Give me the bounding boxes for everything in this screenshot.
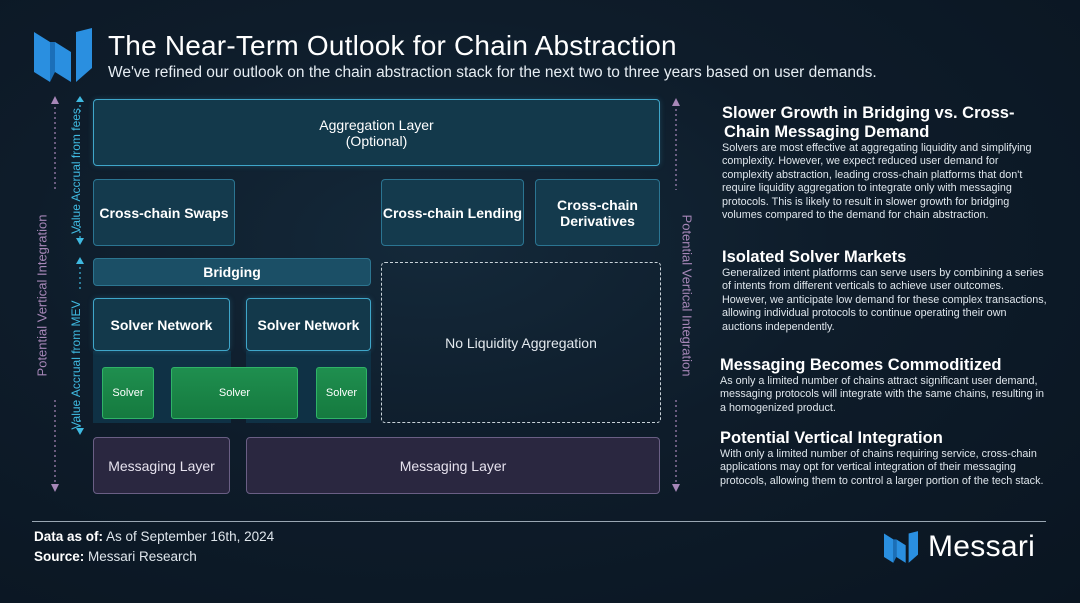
brand-logo: Messari <box>884 530 1035 564</box>
section-body-messaging: As only a limited number of chains attra… <box>720 375 1045 414</box>
messari-brand-icon <box>884 531 918 563</box>
cross-chain-derivatives-box: Cross-chain Derivatives <box>535 179 660 246</box>
right-vertical-label: Potential Vertical Integration <box>679 214 695 377</box>
brand-name: Messari <box>928 530 1036 563</box>
cross-chain-lending-label: Cross-chain Lending <box>382 204 523 221</box>
cross-chain-swaps-label: Cross-chain Swaps <box>99 204 229 221</box>
cross-chain-lending-box: Cross-chain Lending <box>381 179 524 246</box>
page-subtitle: We've refined our outlook on the chain a… <box>108 64 877 81</box>
source-label: Source: <box>34 549 85 564</box>
section-heading-messaging: Messaging Becomes Commoditized <box>720 356 1002 374</box>
aggregation-layer-box: Aggregation Layer (Optional) <box>93 99 660 166</box>
value-accrual-mev-label: Value Accrual from MEV <box>69 300 83 430</box>
data-as-of-value: As of September 16th, 2024 <box>106 529 275 544</box>
aggregation-optional-label: (Optional) <box>345 132 408 149</box>
source: Source: Messari Research <box>34 549 197 564</box>
left-vertical-label: Potential Vertical Integration <box>34 214 50 377</box>
solver-network-box-1: Solver Network <box>93 298 230 351</box>
solver-label-1: Solver <box>112 387 144 399</box>
bridging-box: Bridging <box>93 258 371 286</box>
messaging-layer-box-1: Messaging Layer <box>93 437 230 494</box>
section-body-bridging: Solvers are most effective at aggregatin… <box>722 142 1032 222</box>
solver-label-3: Solver <box>325 387 358 399</box>
aggregation-layer-label: Aggregation Layer <box>319 116 434 133</box>
solver-network-box-2: Solver Network <box>246 298 371 351</box>
section-heading-line-2: Chain Messaging Demand <box>724 123 930 141</box>
solver-label-2: Solver <box>218 387 251 399</box>
messaging-layer-box-2: Messaging Layer <box>246 437 660 494</box>
section-body-vertical-integration: With only a limited number of chains req… <box>720 448 1044 487</box>
section-heading-line-1: Slower Growth in Bridging vs. Cross- <box>722 104 1015 122</box>
cross-chain-derivatives-label-2: Derivatives <box>560 212 635 229</box>
cross-chain-derivatives-label: Cross-chain <box>557 196 638 213</box>
no-liquidity-aggregation-box: No Liquidity Aggregation <box>381 262 661 423</box>
solver-box-2: Solver <box>171 367 298 419</box>
section-body-solver-markets: Generalized intent platforms can serve u… <box>722 267 1047 333</box>
messaging-layer-label-2: Messaging Layer <box>399 457 507 474</box>
solver-box-3: Solver <box>316 367 367 419</box>
solver-network-label-1: Solver Network <box>110 316 213 333</box>
value-accrual-fees-label: Value Accrual from fees <box>69 108 83 234</box>
no-liquidity-label: No Liquidity Aggregation <box>445 334 597 351</box>
bridging-label: Bridging <box>203 264 261 280</box>
data-as-of: Data as of: As of September 16th, 2024 <box>34 529 274 544</box>
page-title: The Near-Term Outlook for Chain Abstract… <box>108 30 677 61</box>
section-heading-vertical-integration: Potential Vertical Integration <box>720 429 943 447</box>
messaging-layer-label-1: Messaging Layer <box>108 457 215 474</box>
footer-divider <box>32 521 1046 522</box>
cross-chain-swaps-box: Cross-chain Swaps <box>93 179 235 246</box>
solver-box-1: Solver <box>102 367 154 419</box>
source-value: Messari Research <box>88 549 197 564</box>
section-heading-solver-markets: Isolated Solver Markets <box>722 248 907 266</box>
data-as-of-label: Data as of: <box>34 529 104 544</box>
messari-logo-icon <box>34 28 92 82</box>
section-heading-bridging: Slower Growth in Bridging vs. Cross- Cha… <box>722 104 1052 142</box>
solver-network-label-2: Solver Network <box>257 316 360 333</box>
